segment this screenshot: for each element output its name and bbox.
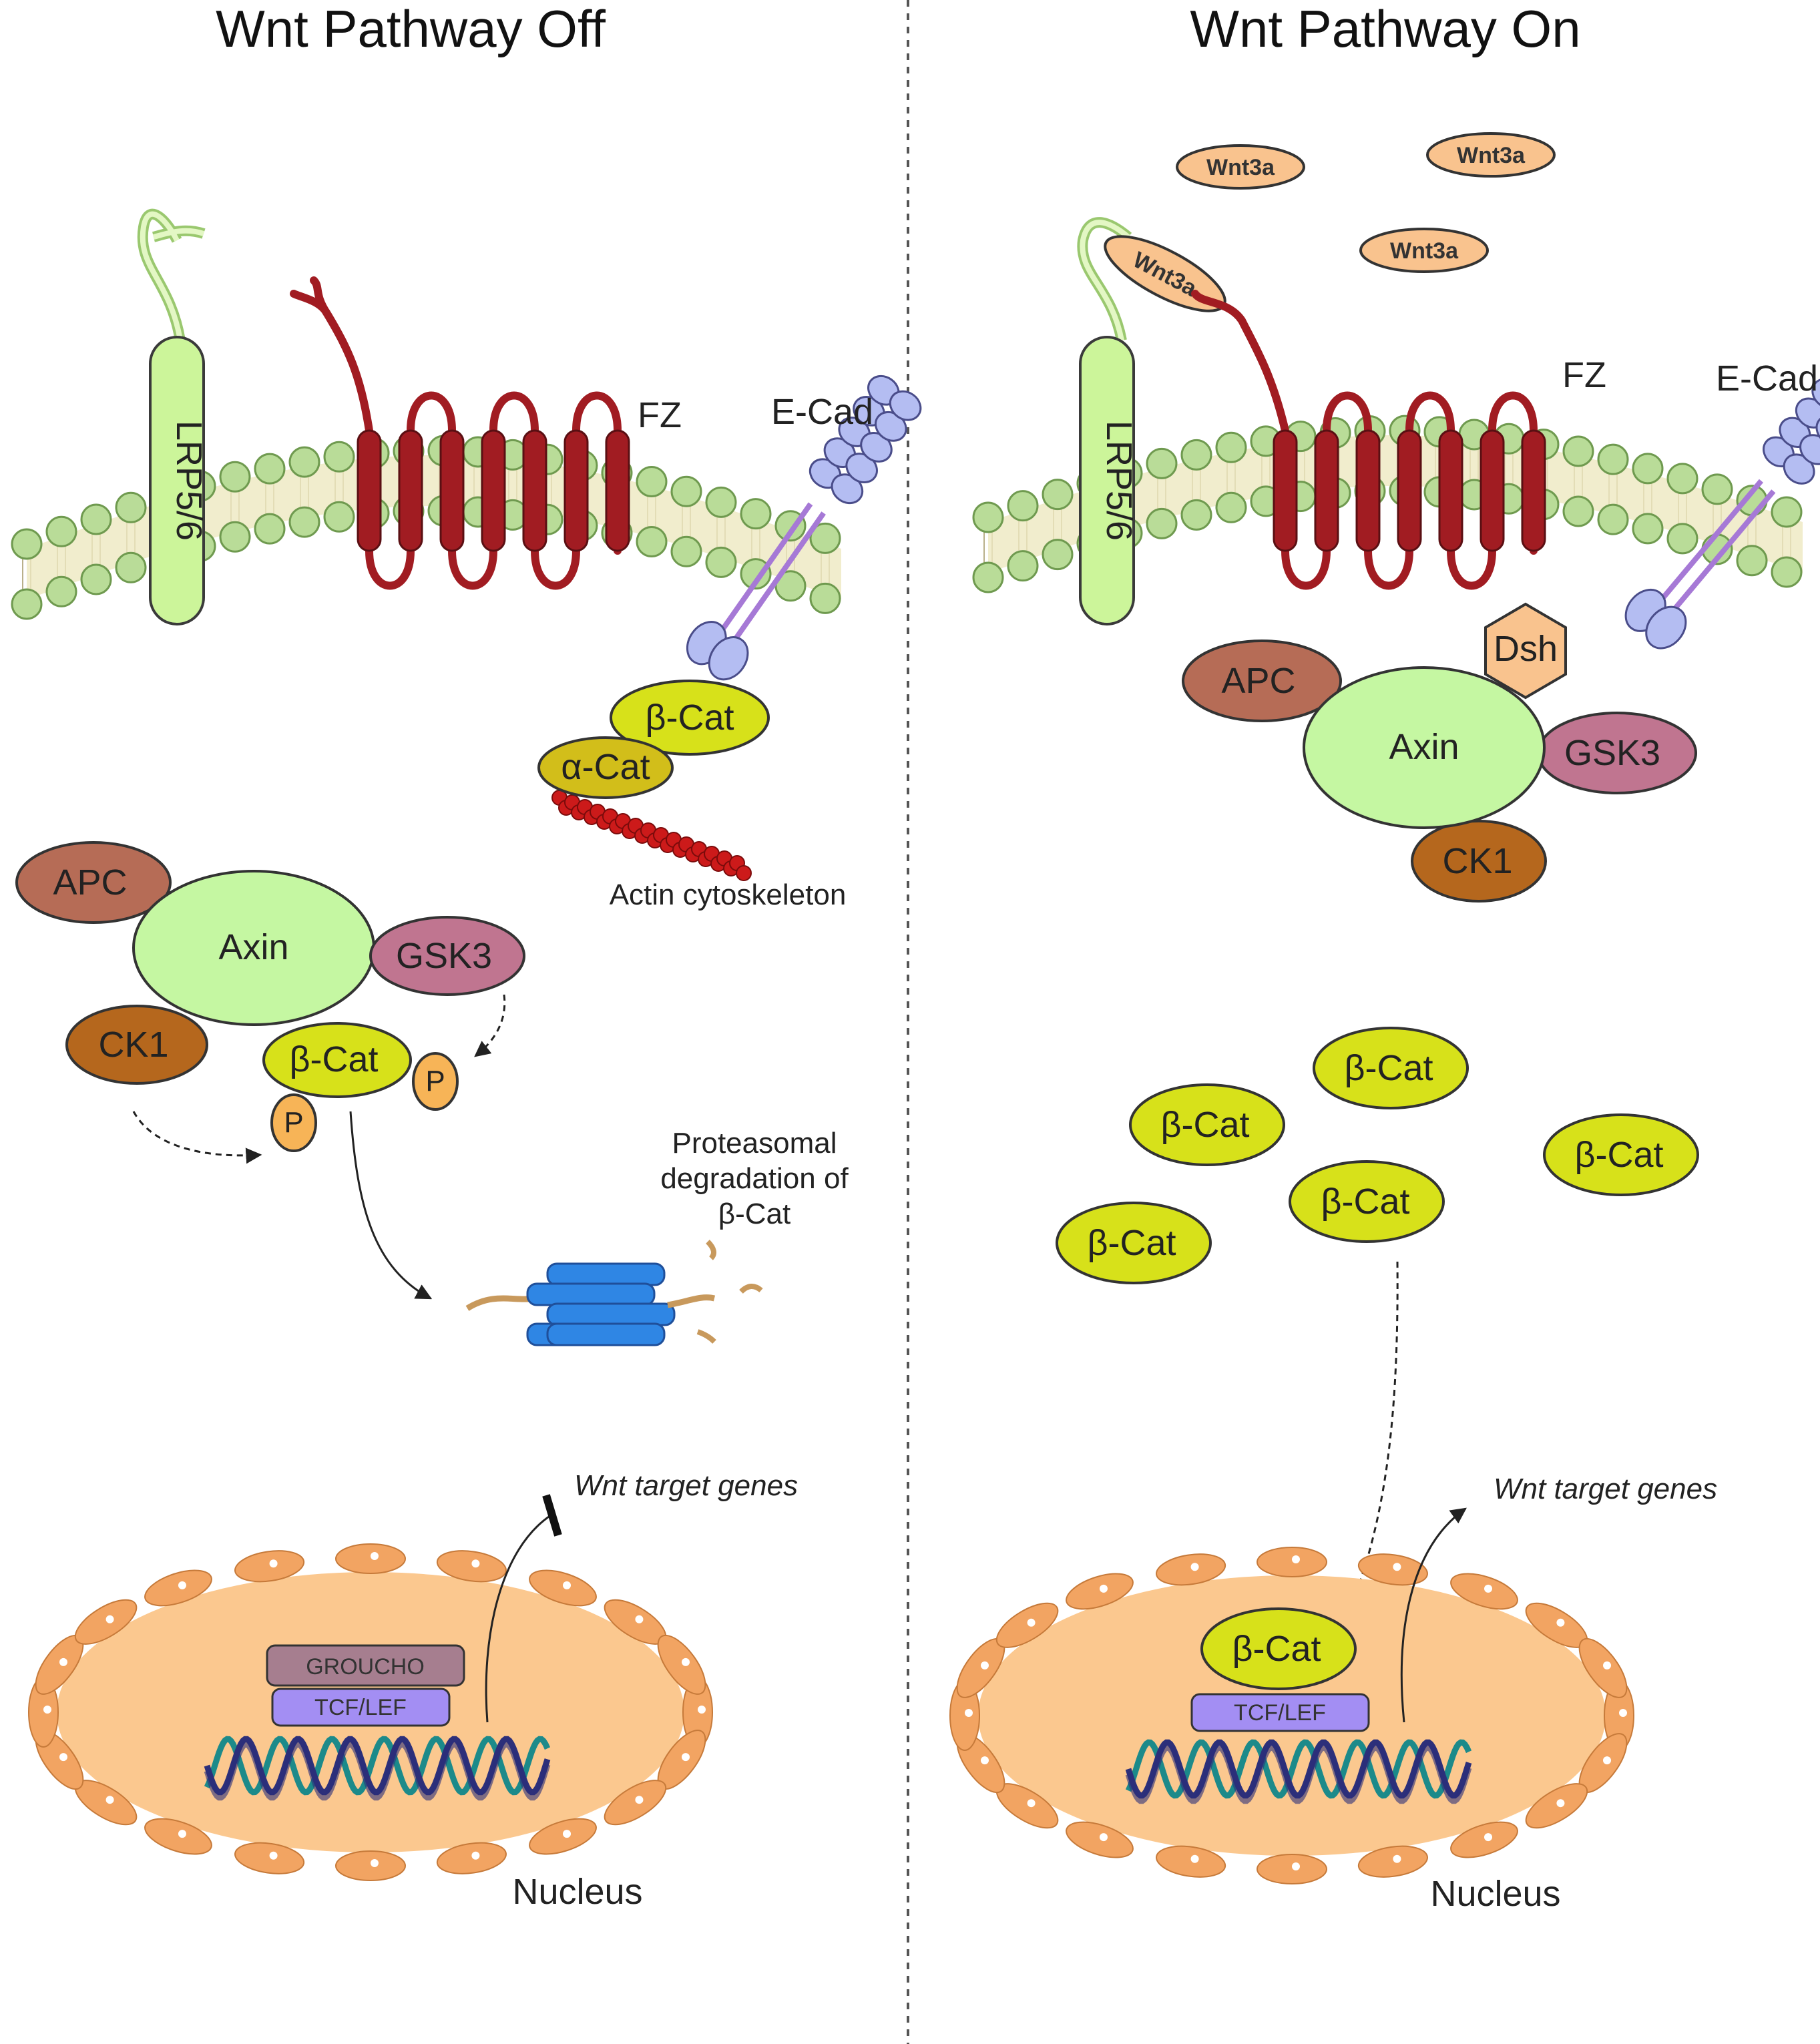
membrane-complex: Dsh APC GSK3 CK1 Axin bbox=[1182, 602, 1697, 903]
groucho: GROUCHO bbox=[266, 1644, 465, 1687]
ck1-label-right: CK1 bbox=[1442, 841, 1512, 881]
proteasome bbox=[465, 1240, 763, 1346]
ck1-phospho-arrow bbox=[132, 1111, 262, 1164]
wnt3a-label-3: Wnt3a bbox=[1390, 238, 1459, 264]
axin-label-left: Axin bbox=[218, 927, 288, 967]
wnt3a-label-1: Wnt3a bbox=[1206, 155, 1275, 180]
phospho-label-1: P bbox=[425, 1065, 445, 1097]
lrp-receptor-right: LRP5/6 bbox=[1077, 217, 1139, 625]
proteasome-line-3: β-Cat bbox=[718, 1198, 790, 1230]
dna-left bbox=[204, 1736, 551, 1801]
free-beta-catenin: β-Cat β-Cat β-Cat β-Cat β-Cat bbox=[1056, 1027, 1699, 1284]
ecadherin-left bbox=[686, 374, 922, 681]
tcf-label-left: TCF/LEF bbox=[314, 1695, 407, 1720]
active-transcription-arrow bbox=[1400, 1507, 1467, 1723]
groucho-label: GROUCHO bbox=[306, 1654, 425, 1680]
title-right: Wnt Pathway On bbox=[1190, 0, 1580, 58]
destruction-complex: APC Axin GSK3 CK1 β-Cat P P bbox=[15, 841, 525, 1152]
bcat-free-2: β-Cat bbox=[1160, 1105, 1249, 1145]
degradation-arrow bbox=[349, 1111, 433, 1300]
proteasome-line-2: degradation of bbox=[660, 1162, 849, 1195]
lrp-label-right: LRP5/6 bbox=[1099, 421, 1139, 541]
ecad-label-right: E-Cad bbox=[1716, 358, 1818, 399]
dsh-label: Dsh bbox=[1494, 629, 1558, 669]
tcf-lef-left: TCF/LEF bbox=[271, 1688, 451, 1727]
apc-label-left: APC bbox=[53, 862, 127, 903]
bcat-free-3: β-Cat bbox=[1574, 1135, 1663, 1175]
phospho-label-2: P bbox=[284, 1106, 303, 1139]
wnt3a-ligands: Wnt3a Wnt3a Wnt3a bbox=[1176, 132, 1556, 273]
ck1-label-left: CK1 bbox=[98, 1025, 168, 1065]
phospho-right bbox=[412, 1052, 459, 1111]
target-genes-left: Wnt target genes bbox=[574, 1469, 798, 1502]
fz-label-right: FZ bbox=[1562, 355, 1606, 395]
dsh bbox=[1484, 602, 1567, 700]
bcat-free-5: β-Cat bbox=[1087, 1223, 1176, 1263]
nucleus-label-right: Nucleus bbox=[1430, 1874, 1560, 1914]
apc-left bbox=[15, 841, 172, 924]
bcat-free-4: β-Cat bbox=[1321, 1182, 1409, 1222]
phospho-left bbox=[270, 1093, 317, 1152]
ecad-label-left: E-Cad bbox=[771, 392, 873, 432]
bcat-label-complex: β-Cat bbox=[289, 1039, 378, 1079]
apc-label-right: APC bbox=[1221, 661, 1295, 701]
acat-label: α-Cat bbox=[561, 747, 650, 787]
bcat-complex bbox=[262, 1022, 412, 1098]
alpha-catenin: α-Cat bbox=[537, 736, 674, 799]
blocked-transcription-arrow bbox=[485, 1514, 551, 1723]
bcat-label-nuclear: β-Cat bbox=[1232, 1629, 1321, 1669]
lrp-receptor-left: LRP5/6 bbox=[137, 208, 209, 625]
membrane-left bbox=[11, 435, 841, 620]
tcf-label-right: TCF/LEF bbox=[1234, 1700, 1326, 1726]
inhibition-bar bbox=[542, 1494, 562, 1537]
beta-catenin-nuclear: β-Cat bbox=[1200, 1607, 1357, 1690]
ecadherin-right bbox=[1624, 378, 1820, 650]
title-left: Wnt Pathway Off bbox=[216, 0, 606, 58]
frizzled-receptor-left bbox=[290, 276, 630, 590]
tcf-lef-right: TCF/LEF bbox=[1190, 1693, 1370, 1732]
ck1-left bbox=[65, 1005, 208, 1085]
ck1-right bbox=[1411, 820, 1547, 903]
actin-label: Actin cytoskeleton bbox=[610, 878, 847, 911]
dna-right bbox=[1125, 1739, 1472, 1804]
frizzled-receptor-right bbox=[1191, 290, 1546, 590]
axin-right bbox=[1303, 666, 1546, 829]
gsk3-label-left: GSK3 bbox=[396, 936, 492, 976]
nucleus-label-left: Nucleus bbox=[512, 1872, 642, 1912]
axin-label-right: Axin bbox=[1389, 727, 1459, 767]
target-genes-right: Wnt target genes bbox=[1494, 1473, 1717, 1505]
bcat-free-1: β-Cat bbox=[1344, 1048, 1433, 1088]
fz-label-left: FZ bbox=[638, 395, 682, 435]
bcat-label-membrane: β-Cat bbox=[645, 698, 734, 738]
beta-catenin-membrane-left: β-Cat bbox=[610, 680, 770, 756]
proteasome-line-1: Proteasomal bbox=[672, 1127, 837, 1160]
apc-right bbox=[1182, 640, 1342, 722]
gsk3-label-right: GSK3 bbox=[1564, 733, 1660, 773]
wnt3a-label-2: Wnt3a bbox=[1457, 143, 1526, 168]
lrp-label-left: LRP5/6 bbox=[169, 421, 209, 541]
gsk3-left bbox=[369, 916, 525, 996]
gsk3-phospho-arrow bbox=[474, 994, 506, 1057]
actin-cytoskeleton bbox=[551, 790, 752, 881]
